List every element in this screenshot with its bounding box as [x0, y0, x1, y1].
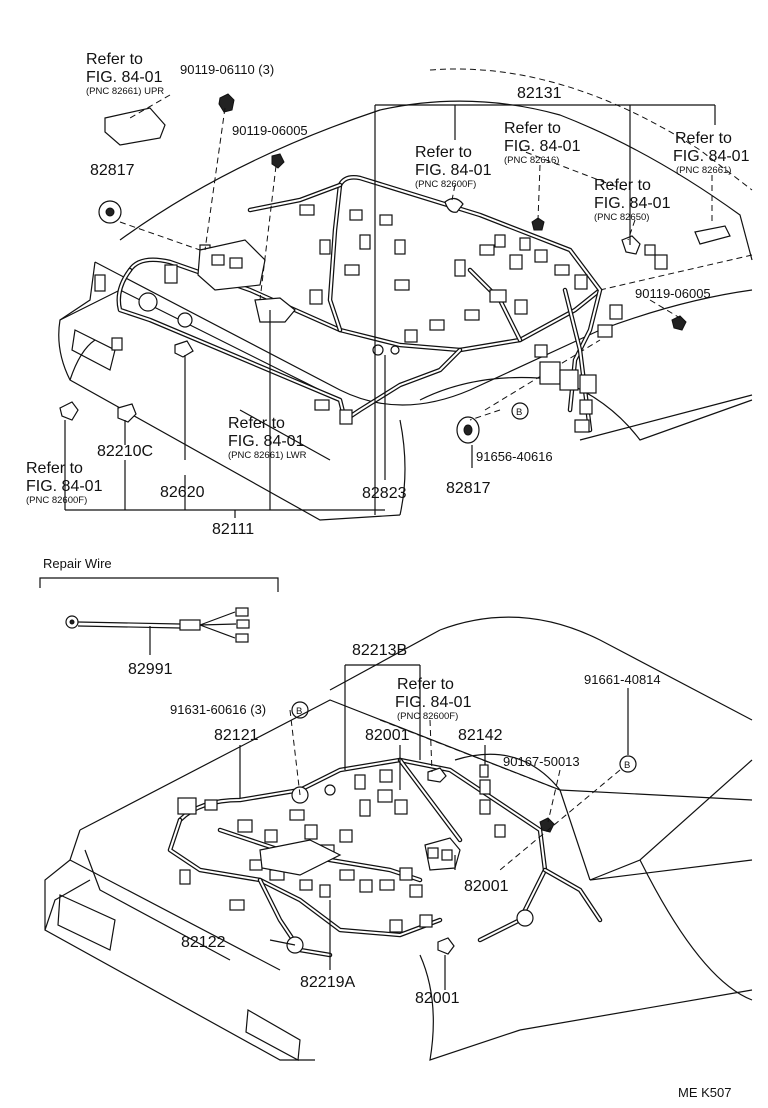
- part-label-82620: 82620: [160, 484, 205, 501]
- ref-82616-line3: (PNC 82616): [504, 155, 559, 166]
- ref-82600f-lower-line1: Refer to: [397, 676, 454, 693]
- part-label-82001-top: 82001: [365, 727, 410, 744]
- lower-wire-harness: [167, 757, 603, 958]
- ref-82650-line3: (PNC 82650): [594, 212, 649, 223]
- bolt-label-90119-06005-b: 90119-06005: [635, 286, 711, 301]
- part-label-82210c: 82210C: [97, 443, 153, 460]
- part-label-82213b: 82213B: [352, 642, 407, 659]
- ref-upr-line2: FIG. 84-01: [86, 69, 163, 86]
- ref-82600f-left-line2: FIG. 84-01: [26, 478, 103, 495]
- bolt-label-91656-40616: 91656-40616: [476, 449, 553, 464]
- ref-82616-line2: FIG. 84-01: [504, 138, 581, 155]
- ref-82600f-top-line1: Refer to: [415, 144, 472, 161]
- part-label-82001-bottom: 82001: [415, 990, 460, 1007]
- lower-leaders: [239, 664, 629, 990]
- part-label-82122: 82122: [181, 934, 226, 951]
- part-label-82131: 82131: [517, 85, 562, 102]
- figure-code: ME K507: [678, 1085, 731, 1100]
- bolt-label-90119-06110: 90119-06110 (3): [180, 62, 274, 77]
- lower-loose-parts: [427, 764, 555, 955]
- upper-leaders: [64, 94, 716, 518]
- ref-82616-line1: Refer to: [504, 120, 561, 137]
- svg-text:B: B: [624, 760, 630, 771]
- upper-loose-parts: [59, 93, 731, 444]
- ref-82650-line1: Refer to: [594, 177, 651, 194]
- computer-unit-upr: [104, 107, 166, 146]
- part-label-82121: 82121: [214, 727, 259, 744]
- ref-82600f-top-line2: FIG. 84-01: [415, 162, 492, 179]
- repair-wire-section: Repair Wire 82991: [39, 556, 279, 678]
- ref-82600f-top-line3: (PNC 82600F): [415, 179, 476, 190]
- upper-labels: Refer to FIG. 84-01 (PNC 82661) UPR 9011…: [26, 51, 750, 538]
- part-label-82817-center: 82817: [446, 480, 491, 497]
- svg-text:B: B: [516, 407, 522, 418]
- ref-82600f-lower-line2: FIG. 84-01: [395, 694, 472, 711]
- ref-82600f-left-line1: Refer to: [26, 460, 83, 477]
- part-label-82111: 82111: [212, 521, 254, 538]
- marker-b-lower-left: B: [291, 701, 309, 719]
- ref-upr-line3: (PNC 82661) UPR: [86, 86, 164, 97]
- ref-82650-line2: FIG. 84-01: [594, 195, 671, 212]
- part-label-82142: 82142: [458, 727, 503, 744]
- part-label-82991: 82991: [128, 661, 173, 678]
- marker-b-upper: B: [511, 402, 529, 420]
- bolt-label-91661-40814: 91661-40814: [584, 672, 661, 687]
- part-label-82823: 82823: [362, 485, 407, 502]
- lower-car-body: [44, 616, 753, 1061]
- ref-82661-right-line3: (PNC 82661): [676, 165, 731, 176]
- marker-b-lower-right: B: [619, 755, 637, 773]
- part-label-82219a: 82219A: [300, 974, 355, 991]
- lower-labels: 82213B Refer to FIG. 84-01 (PNC 82600F) …: [170, 642, 661, 1007]
- ref-lwr-line2: FIG. 84-01: [228, 433, 305, 450]
- ref-82600f-left-line3: (PNC 82600F): [26, 495, 87, 506]
- ref-upr-line1: Refer to: [86, 51, 143, 68]
- clip-82817-left: [98, 200, 122, 224]
- part-label-82001-mid: 82001: [464, 878, 509, 895]
- ref-lwr-line1: Refer to: [228, 415, 285, 432]
- upper-wire-harness: [94, 175, 668, 433]
- ref-82661-right-line1: Refer to: [675, 130, 732, 147]
- ref-lwr-line3: (PNC 82661) LWR: [228, 450, 307, 461]
- svg-text:B: B: [296, 706, 302, 717]
- bolt-label-90167-50013: 90167-50013: [503, 754, 580, 769]
- bolt-label-90119-06005-a: 90119-06005: [232, 123, 308, 138]
- bolt-label-91631-60616: 91631-60616 (3): [170, 702, 266, 717]
- repair-wire-title: Repair Wire: [43, 556, 112, 571]
- ref-82600f-lower-line3: (PNC 82600F): [397, 711, 458, 722]
- grommet-82817-center: [456, 416, 480, 444]
- ref-82661-right-line2: FIG. 84-01: [673, 148, 750, 165]
- part-label-82817-left: 82817: [90, 162, 135, 179]
